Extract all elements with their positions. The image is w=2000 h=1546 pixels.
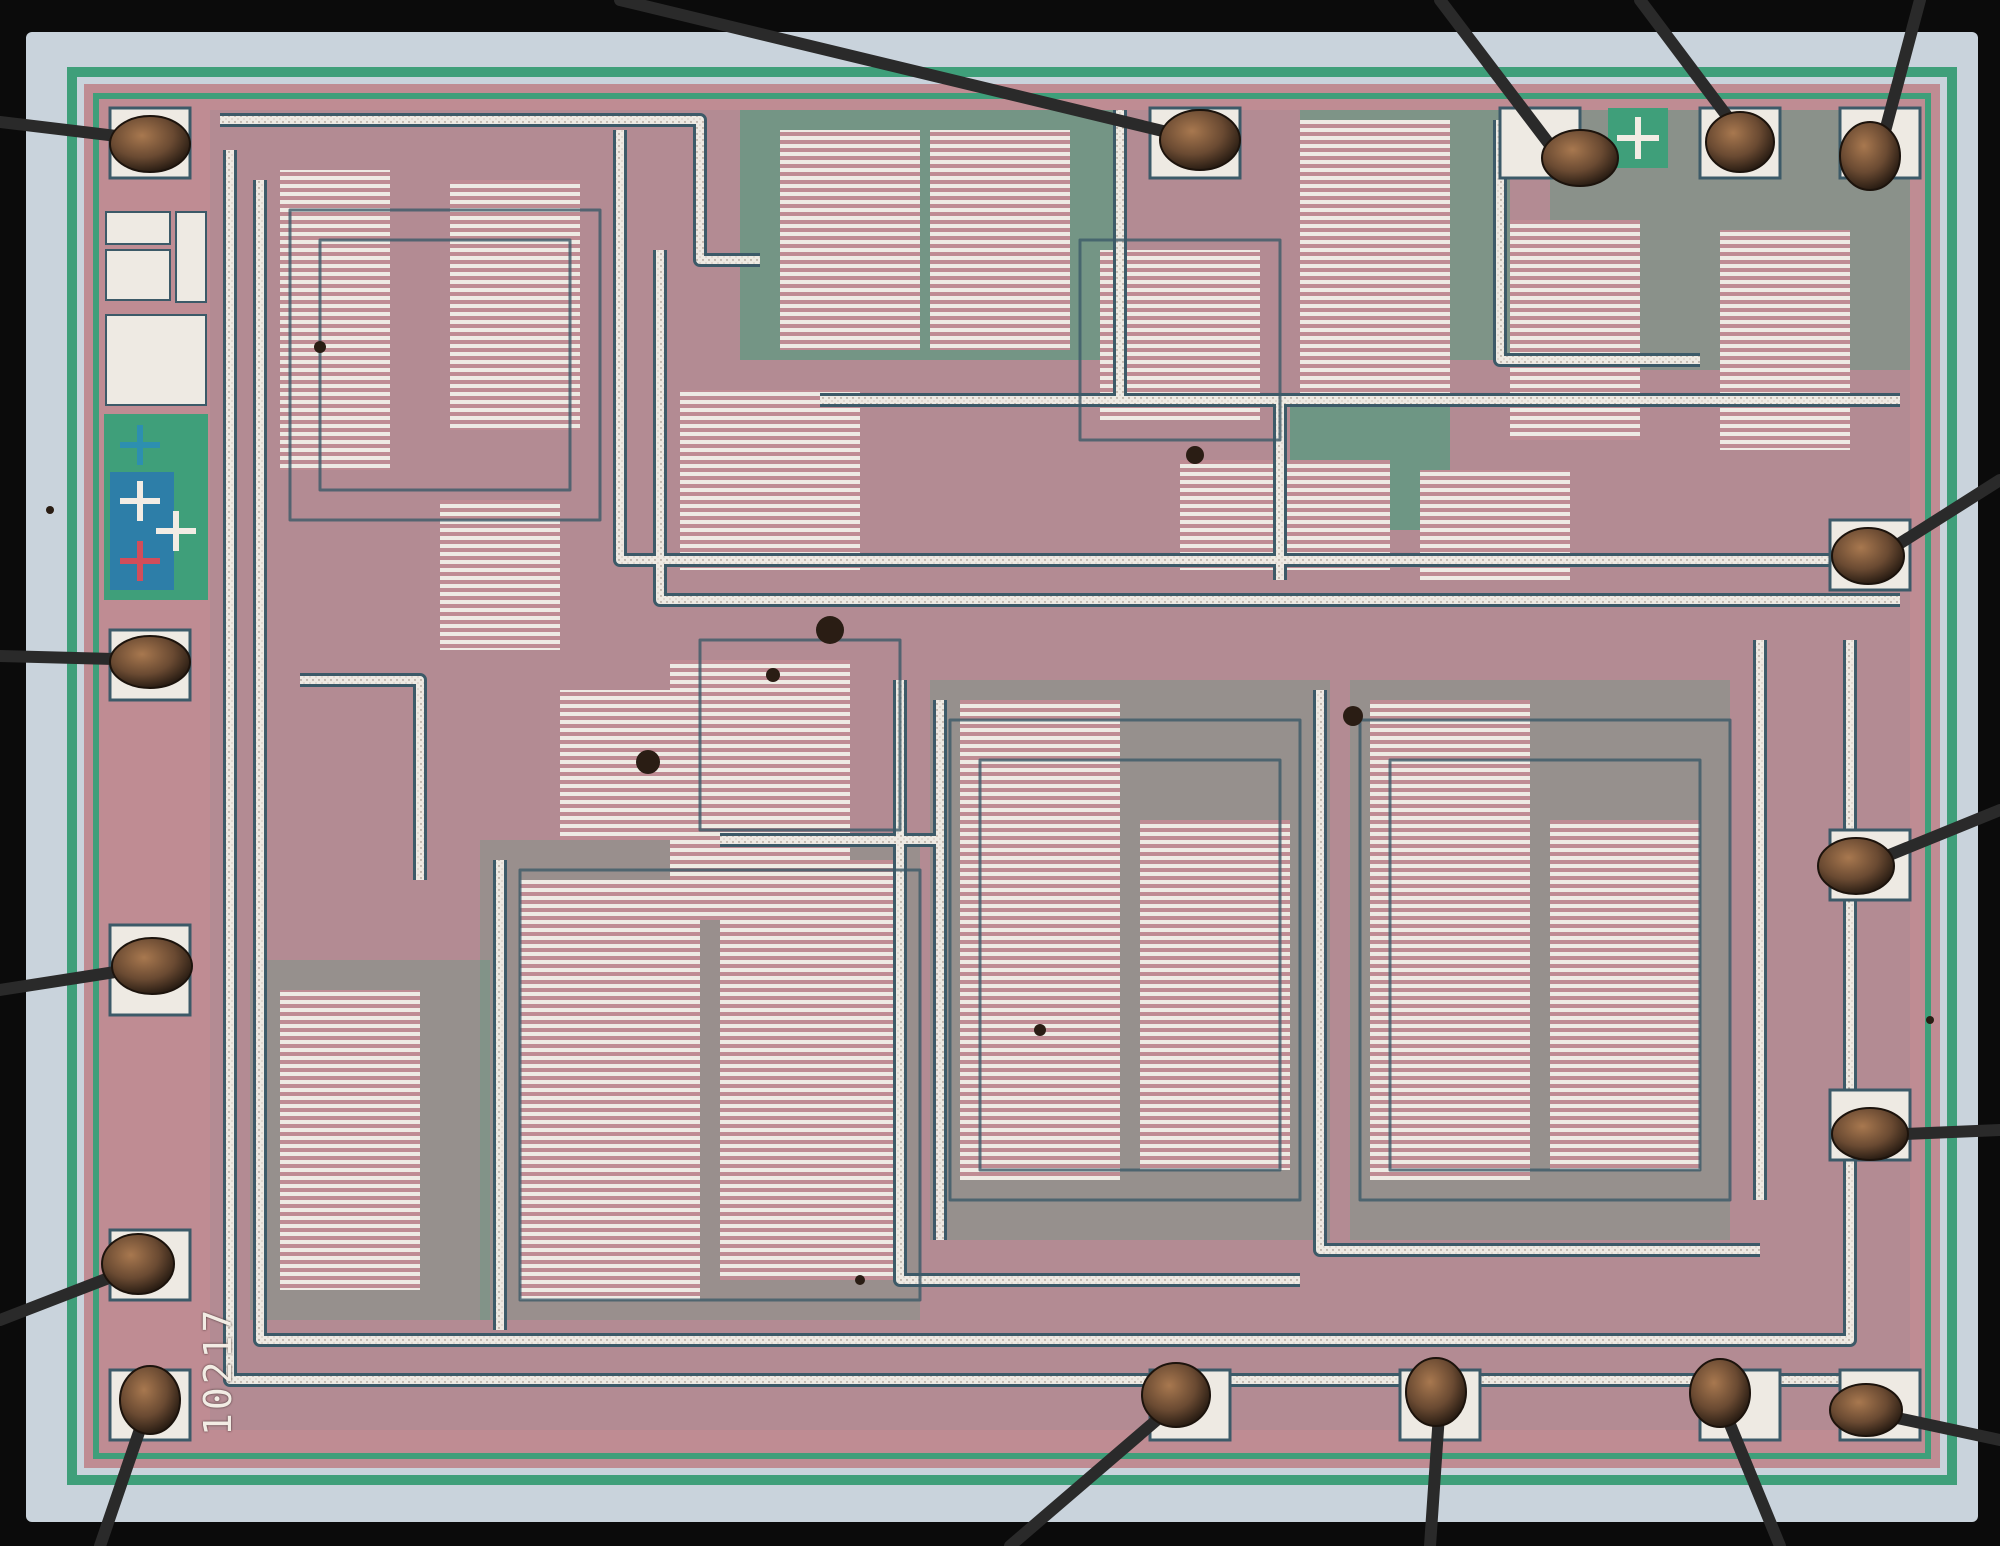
wire-bond-ball <box>109 115 191 173</box>
plus-mark <box>120 425 160 465</box>
test-structures <box>104 211 208 600</box>
wire-bond-ball <box>1705 111 1775 173</box>
plus-mark <box>156 511 196 551</box>
wire-bond-ball <box>1405 1357 1467 1427</box>
wire-bond-ball <box>1141 1362 1211 1428</box>
die-marking: 10217 <box>176 1286 240 1436</box>
wire-bond-balls <box>101 109 1909 1437</box>
wire-bond-ball <box>111 937 193 995</box>
wire-bond-ball <box>1839 121 1901 191</box>
plus-mark <box>120 481 160 521</box>
wire-bond-ball <box>119 1365 181 1435</box>
wire-bond-ball <box>1829 1383 1903 1437</box>
wire-bond-ball <box>109 635 191 689</box>
debris <box>46 341 1934 1285</box>
wire-bond-ball <box>1831 1107 1909 1161</box>
wire-bond-ball <box>1159 109 1241 171</box>
wire-bond-ball <box>1831 527 1905 585</box>
wire-bond-ball <box>1689 1358 1751 1428</box>
wire-bond-ball <box>1817 837 1895 895</box>
die-marking-text: 10217 <box>196 1306 240 1436</box>
metal-interconnect <box>220 110 1900 1387</box>
wire-bond-ball <box>101 1233 175 1295</box>
transistor-arrays <box>280 120 1850 1300</box>
plus-mark <box>120 541 160 581</box>
wire-bond-ball <box>1541 129 1619 187</box>
